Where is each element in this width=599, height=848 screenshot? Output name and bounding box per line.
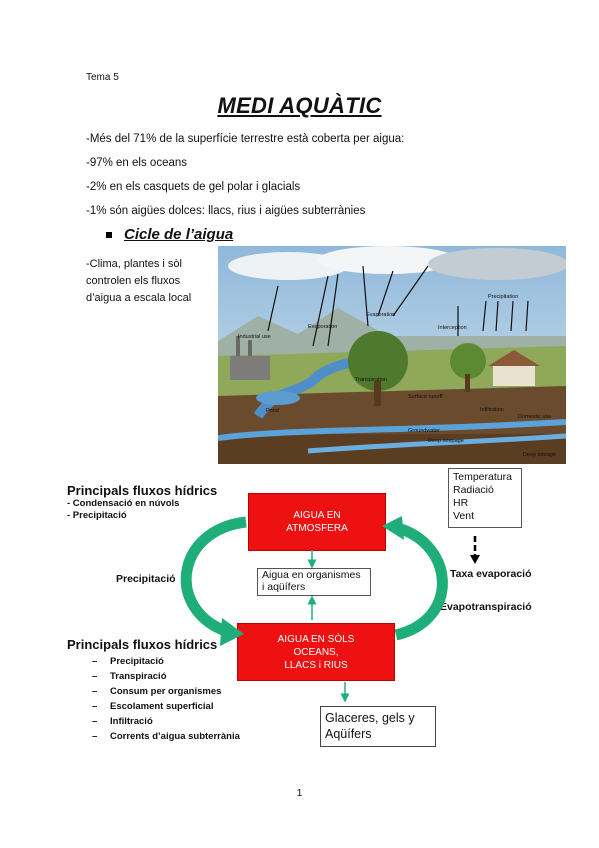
page-number: 1: [296, 788, 303, 799]
factor-item: Temperatura: [453, 471, 512, 483]
flux-item: - Precipitació: [67, 510, 127, 521]
label-pond: Pond: [266, 408, 279, 414]
label-deep-storage: Deep storage: [523, 452, 556, 458]
factor-item: Radiació: [453, 484, 494, 496]
evaporation-rate-label: Taxa evaporació: [450, 568, 532, 580]
square-bullet-icon: [106, 232, 112, 239]
flux-list-item: Transpiració: [92, 669, 240, 684]
soils-box-line: OCEANS,: [293, 646, 339, 658]
label-precipitation: Precipitation: [488, 294, 518, 300]
organisms-box-line: i aqüífers: [262, 581, 306, 593]
evapotranspiration-label: Evapotranspiració: [440, 601, 532, 613]
page-title: MEDI AQUÀTIC: [217, 93, 382, 118]
fluxes-heading: Principals fluxos hídrics: [67, 483, 218, 498]
water-cycle-illustration: Industrial use Evaporation Evaporation P…: [218, 246, 566, 464]
label-infiltration: Infiltration: [480, 407, 504, 413]
side-note-line: -Clima, plantes i sòl: [86, 258, 182, 270]
side-note-line: d’aigua a escala local: [86, 292, 192, 304]
topic-label: Tema 5: [86, 72, 119, 83]
flux-list-item: Precipitació: [92, 654, 240, 669]
label-evaporation: Evaporation: [308, 324, 337, 330]
organisms-box-line: Aigua en organismes: [262, 569, 361, 581]
organisms-box: Aigua en organismes i aqüífers: [257, 568, 371, 596]
atmosphere-box: AIGUA EN ATMOSFERA: [248, 493, 386, 551]
fluxes-heading: Principals fluxos hídrics: [67, 637, 218, 652]
glaciers-box-line: Glaceres, gels y: [325, 711, 415, 725]
evapotranspiration-curve-arrow: [394, 522, 448, 641]
glaciers-box: Glaceres, gels y Aqüífers: [320, 706, 436, 747]
arrowhead-icon: [382, 516, 404, 540]
factor-item: HR: [453, 497, 469, 509]
label-industrial-use: Industrial use: [238, 334, 271, 340]
flux-list-item: Consum per organismes: [92, 684, 240, 699]
label-domestic-use: Domestic use: [518, 414, 551, 420]
section-heading-text: Cicle de l’aigua: [124, 226, 234, 243]
side-note-line: controlen els fluxos: [86, 275, 181, 287]
flow-arrows: [180, 516, 480, 703]
soils-box-line: LLACS i RIUS: [284, 659, 348, 671]
side-note: -Clima, plantes i sòl controlen els flux…: [86, 256, 216, 307]
flux-list-item: Corrents d’aigua subterrània: [92, 729, 240, 744]
intro-line: -1% són aigües dolces: llacs, rius i aig…: [86, 205, 366, 217]
label-groundwater: Groundwater: [408, 428, 440, 434]
atmosphere-box-line: ATMOSFERA: [286, 523, 348, 534]
atmosphere-box-line: AIGUA EN: [293, 510, 341, 521]
flux-item: - Condensació en núvols: [67, 498, 180, 509]
label-deep-seepage: Deep seepage: [428, 438, 464, 444]
section-heading: Cicle de l’aigua: [106, 226, 233, 243]
flux-list: Precipitació Transpiració Consum per org…: [92, 654, 240, 744]
arrowhead-icon: [220, 618, 244, 646]
intro-line: -Més del 71% de la superfície terrestre …: [86, 133, 405, 145]
label-evaporation: Evaporation: [366, 312, 395, 318]
label-interception: Interception: [438, 325, 467, 331]
precipitation-curve-arrow: [180, 516, 247, 638]
flux-list-item: Infiltració: [92, 714, 240, 729]
glaciers-box-line: Aqüífers: [325, 727, 372, 741]
label-transpiration: Transpiration: [355, 377, 387, 383]
label-surface-runoff: Surface runoff: [408, 394, 443, 400]
precipitation-label: Precipitació: [116, 573, 176, 585]
intro-line: -97% en els oceans: [86, 157, 188, 169]
flux-list-item: Escolament superficial: [92, 699, 240, 714]
intro-line: -2% en els casquets de gel polar i glaci…: [86, 181, 301, 193]
soils-box-line: AIGUA EN SÒLS: [277, 633, 355, 645]
factor-item: Vent: [453, 510, 475, 522]
factors-box: Temperatura Radiació HR Vent: [448, 468, 522, 528]
